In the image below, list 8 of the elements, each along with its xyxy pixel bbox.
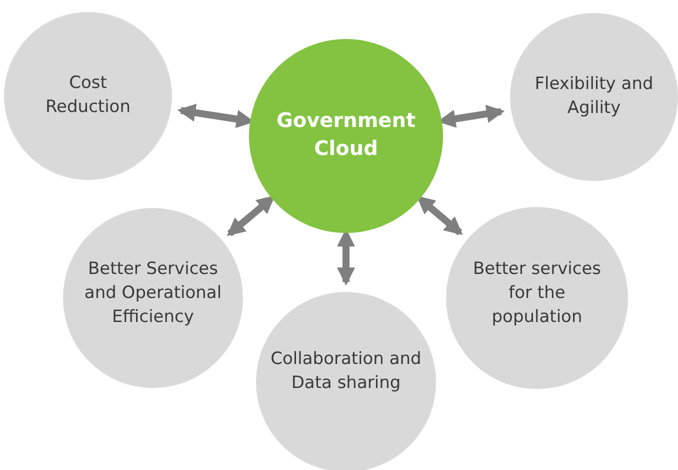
circle-label: Collaboration and Data sharing <box>270 348 422 395</box>
circle-label: Flexibility and Agility <box>534 73 654 120</box>
circle-label: Better services for the population <box>472 258 602 329</box>
circle-label: Cost Reduction <box>44 72 132 119</box>
double-arrow <box>416 196 463 236</box>
double-arrow <box>226 195 276 236</box>
circle-label: Better Services and Operational Efficiency <box>83 258 223 329</box>
circle-label: Government Cloud <box>275 107 417 162</box>
